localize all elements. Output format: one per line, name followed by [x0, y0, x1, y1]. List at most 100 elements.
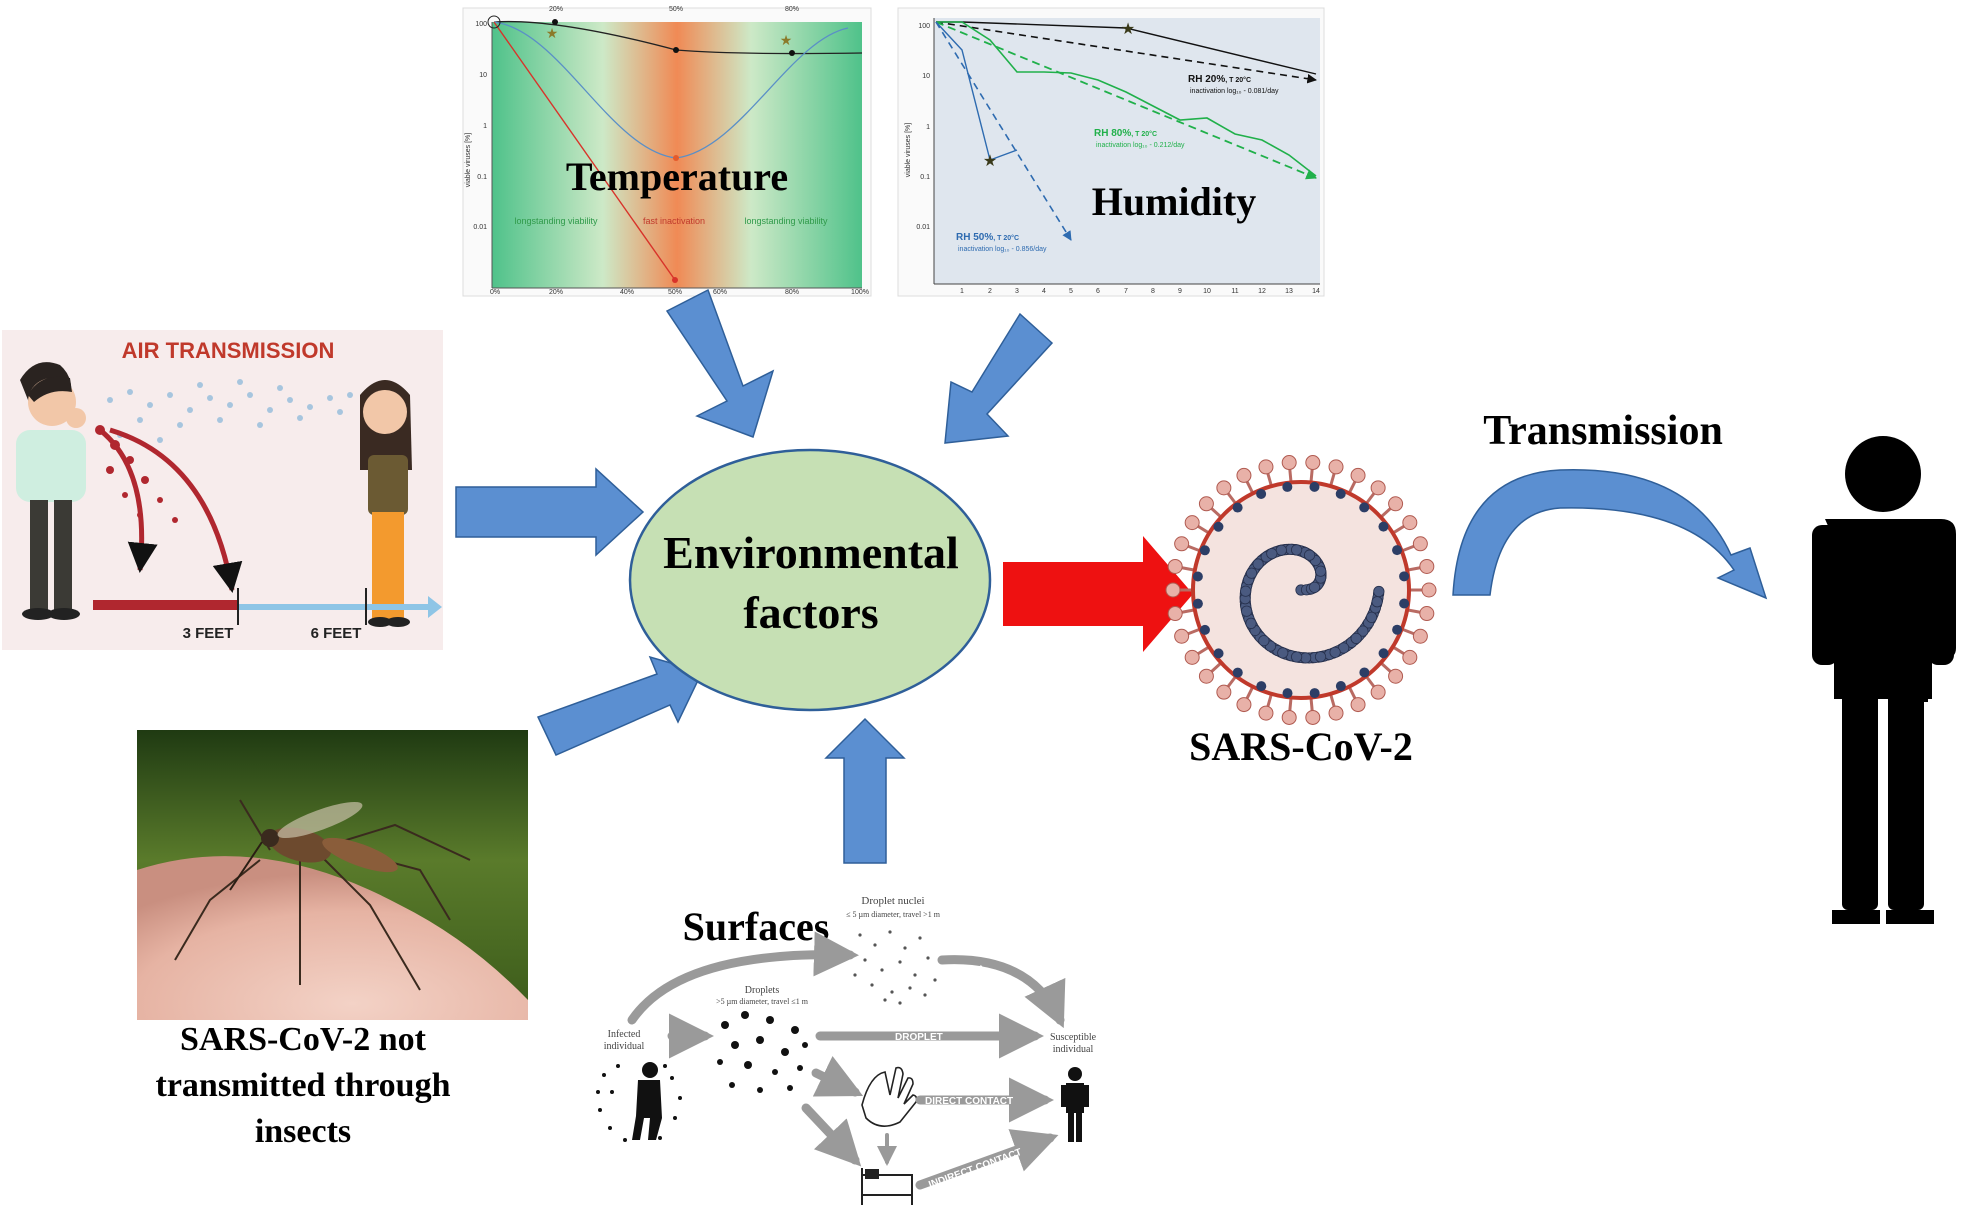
susceptible-label-1: Susceptible — [1050, 1032, 1097, 1043]
temp-xtick: 40% — [620, 289, 634, 296]
hum-ytick: 0.01 — [916, 224, 930, 231]
hum-xtick: 6 — [1096, 288, 1100, 295]
temp-yaxis-label: viable viruses [%] — [465, 133, 472, 188]
temp-xtick: 20% — [549, 289, 563, 296]
arrow-from-humidity — [944, 312, 1054, 444]
droplets-sub: >5 µm diameter, travel ≤1 m — [716, 997, 809, 1006]
temperature-title: Temperature — [566, 154, 788, 199]
arrow-from-temperature — [665, 288, 775, 438]
svg-text:★: ★ — [546, 27, 559, 42]
hum-trend-rh20 — [935, 21, 1317, 84]
center-line1: Environmental — [663, 527, 959, 578]
humidity-title: Humidity — [1092, 179, 1256, 224]
route-indirect-contact: INDIRECT CONTACT — [927, 1147, 1023, 1191]
hum-rh50-rate: inactivation log₁₀ - 0.856/day — [958, 246, 1047, 253]
hum-xtick: 5 — [1069, 288, 1073, 295]
temperature-panel: 100 10 1 0.1 0.01 0% 20% 40% 50% 60% 80%… — [462, 6, 872, 297]
dist-6-feet: 6 FEET — [311, 625, 362, 642]
temp-toptick: 50% — [669, 6, 683, 13]
air-transmission-title: AIR TRANSMISSION — [122, 338, 335, 363]
hum-xtick: 9 — [1178, 288, 1182, 295]
route-droplet: DROPLET — [895, 1032, 943, 1043]
svg-text:★: ★ — [1121, 21, 1135, 38]
temp-zone-mid: fast inactivation — [643, 216, 705, 226]
insects-line3: insects — [255, 1113, 351, 1150]
hum-xtick: 3 — [1015, 288, 1019, 295]
hum-ytick: 0.1 — [920, 174, 930, 181]
hum-line-rh80 — [936, 21, 1317, 177]
bed-icon — [861, 1168, 913, 1205]
droplet-nuclei-label: Droplet nuclei — [861, 895, 924, 907]
listener-figure — [360, 380, 412, 627]
red-arrow — [1003, 536, 1193, 652]
hum-trend-rh80 — [935, 21, 1317, 180]
temp-ytick: 10 — [479, 72, 487, 79]
arrow-from-air — [455, 467, 645, 557]
surfaces-diagram: Surfaces Droplet nuclei ≤ 5 µm diameter,… — [596, 895, 1097, 1205]
temp-xtick: 60% — [713, 289, 727, 296]
hum-rh50-name: RH 50%, T 20°C — [956, 232, 1019, 243]
environmental-factors-ellipse — [628, 448, 992, 712]
temp-ytick: 0.1 — [477, 174, 487, 181]
humidity-plot-bg — [934, 18, 1320, 284]
hum-rh80-name: RH 80%, T 20°C — [1094, 128, 1157, 139]
transmission-arrow — [1452, 469, 1768, 600]
temp-xtick: 80% — [785, 289, 799, 296]
temp-line-red — [493, 21, 676, 281]
hum-ytick: 100 — [918, 23, 930, 30]
hum-xtick: 11 — [1231, 288, 1238, 295]
insects-line2: transmitted through — [156, 1067, 451, 1104]
hum-ytick: 1 — [926, 124, 930, 131]
temp-ytick: 100 — [475, 21, 487, 28]
temperature-plot-bg — [492, 22, 862, 288]
hum-trend-rh50 — [935, 21, 1072, 241]
input-arrows — [455, 288, 1054, 864]
hum-xtick: 12 — [1258, 288, 1266, 295]
arrow-from-insects — [536, 655, 704, 756]
transmission-label: Transmission — [1483, 408, 1723, 454]
infected-label-2: individual — [604, 1041, 645, 1052]
svg-text:★: ★ — [780, 34, 793, 49]
arrow-from-surfaces — [824, 717, 906, 864]
hum-xtick: 7 — [1124, 288, 1128, 295]
temp-ytick: 0.01 — [473, 224, 487, 231]
hum-rh20-name: RH 20%, T 20°C — [1188, 74, 1251, 85]
humidity-panel: 100 10 1 0.1 0.01 viable viruses [%] 1 2… — [897, 7, 1325, 297]
hum-ytick: 10 — [922, 73, 930, 80]
human-figure — [1812, 436, 1956, 924]
susceptible-label-2: individual — [1053, 1044, 1094, 1055]
hum-xtick: 8 — [1151, 288, 1155, 295]
hand-icon — [861, 1066, 918, 1127]
hum-rh20-rate: inactivation log₁₀ - 0.081/day — [1190, 88, 1279, 95]
hum-line-rh50 — [935, 21, 1018, 161]
sars-cov-2-virion — [1165, 455, 1437, 725]
virus-label: SARS-CoV-2 — [1189, 724, 1413, 769]
surfaces-title: Surfaces — [683, 904, 830, 949]
temp-ytick: 1 — [483, 123, 487, 130]
cougher-figure — [16, 362, 86, 620]
hum-yaxis-label: viable viruses [%] — [905, 123, 912, 178]
temp-toptick: 80% — [785, 6, 799, 13]
temp-xtick: 0% — [490, 289, 500, 296]
hum-xtick: 10 — [1203, 288, 1211, 295]
hum-xtick: 2 — [988, 288, 992, 295]
center-line2: factors — [743, 587, 878, 638]
svg-text:★: ★ — [983, 153, 997, 170]
temp-toptick: 20% — [549, 6, 563, 13]
hum-xtick: 13 — [1285, 288, 1293, 295]
temp-xtick: 100% — [851, 289, 869, 296]
temp-zone-right: longstanding viability — [744, 216, 828, 226]
hum-xtick: 1 — [960, 288, 964, 295]
droplets-label: Droplets — [745, 985, 780, 996]
hum-rh80-rate: inactivation log₁₀ - 0.212/day — [1096, 142, 1185, 149]
droplet-nuclei-sub: ≤ 5 µm diameter, travel >1 m — [846, 910, 941, 919]
air-transmission-panel: AIR TRANSMISSION — [2, 330, 443, 650]
dist-3-feet: 3 FEET — [183, 625, 234, 642]
hum-xtick: 4 — [1042, 288, 1046, 295]
temp-zone-left: longstanding viability — [514, 216, 598, 226]
infected-label-1: Infected — [608, 1029, 641, 1040]
temp-xtick: 50% — [668, 289, 682, 296]
mosquito-photo — [137, 730, 528, 1020]
insects-line1: SARS-CoV-2 not — [180, 1021, 427, 1058]
